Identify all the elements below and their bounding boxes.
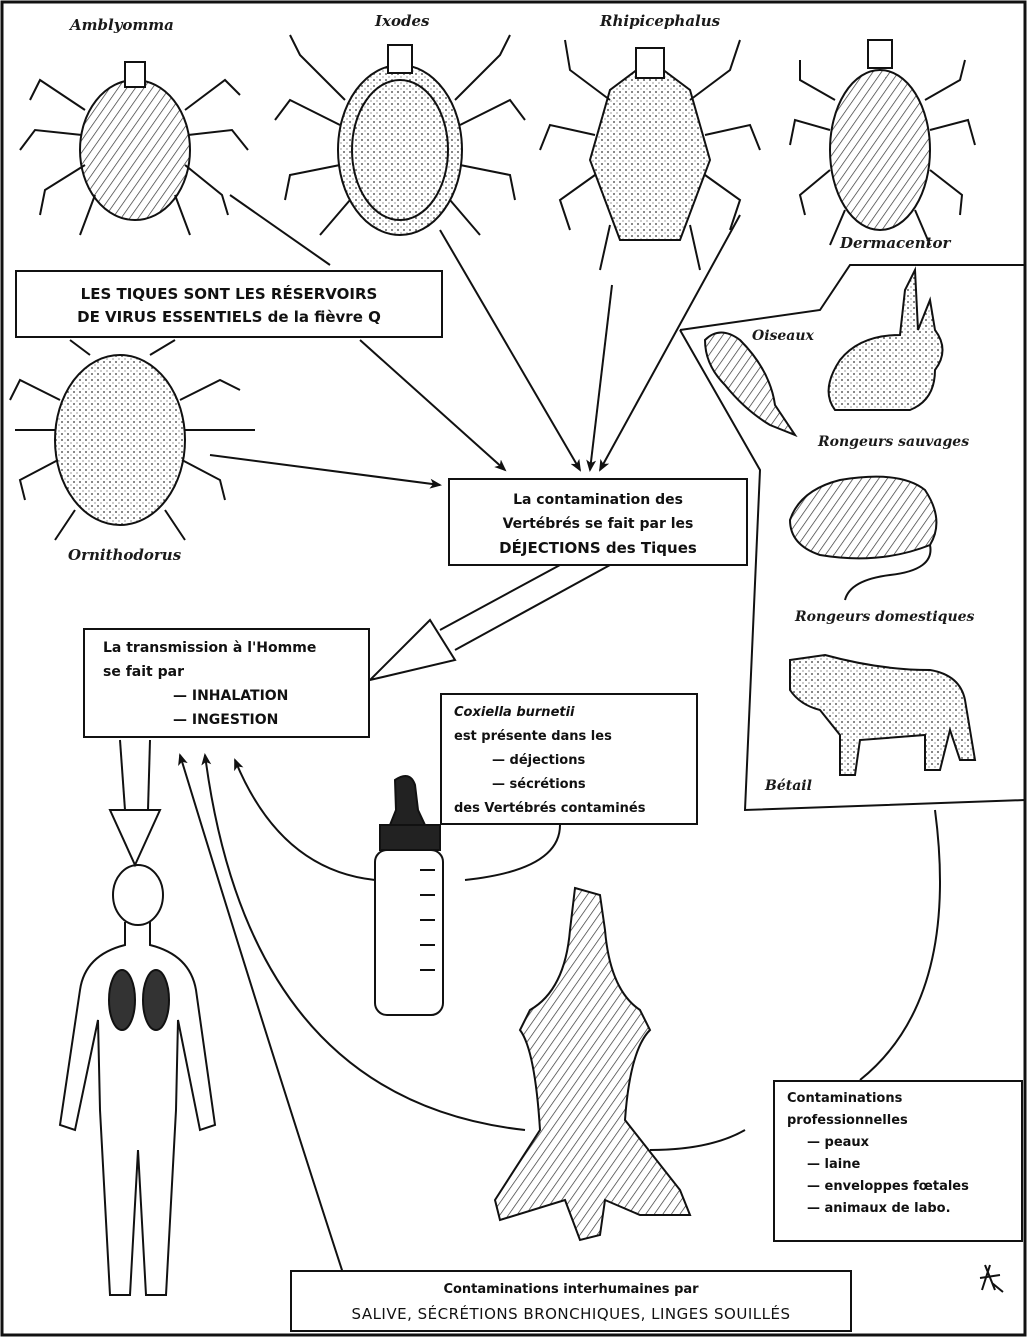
interhuman-line-1: Contaminations interhumaines par <box>292 1278 850 1302</box>
rat-icon <box>790 477 936 600</box>
professional-line-1: Contaminations <box>787 1088 1021 1110</box>
baby-bottle-icon <box>375 776 443 1015</box>
ixodes-to-vertebrate-arrow <box>440 230 580 470</box>
amblyomma-connector <box>230 195 330 265</box>
interhuman-to-human-arrow <box>180 755 355 1310</box>
interhuman-line-2: SALIVE, SÉCRÉTIONS BRONCHIQUES, LINGES S… <box>292 1302 850 1326</box>
bottle-to-human-arrow <box>235 760 375 880</box>
human-line-4: — INGESTION <box>103 708 368 732</box>
reservoir-line-2: DE VIRUS ESSENTIELS de la fièvre Q <box>17 306 441 329</box>
professional-contamination-box: Contaminations professionnelles — peaux … <box>773 1080 1023 1242</box>
cattle-to-professional-line <box>860 810 940 1080</box>
ornithodorus-tick-icon <box>10 340 255 540</box>
vertebrate-contamination-box: La contamination des Vertébrés se fait p… <box>448 478 748 566</box>
coxiella-box: Coxiella burnetii est présente dans les … <box>440 693 698 825</box>
professional-line-2: professionnelles <box>787 1110 1021 1132</box>
birds-label: Oiseaux <box>752 328 814 344</box>
professional-item: — enveloppes fœtales <box>787 1176 1021 1198</box>
interhuman-contamination-box: Contaminations interhumaines par SALIVE,… <box>290 1270 852 1332</box>
amblyomma-tick-icon <box>20 62 248 235</box>
cattle-icon <box>790 655 975 775</box>
hide-to-professional-line <box>650 1130 745 1150</box>
domestic-rodents-label: Rongeurs domestiques <box>795 609 974 625</box>
rabbit-icon <box>829 270 943 410</box>
ixodes-tick-icon <box>275 35 525 235</box>
rhipicephalus-tick-icon <box>540 40 760 270</box>
ornithodorus-label: Ornithodorus <box>68 546 181 564</box>
vertebrate-line-1: La contamination des <box>450 488 746 512</box>
human-transmission-box: La transmission à l'Homme se fait par — … <box>83 628 370 738</box>
signature-mark-icon <box>980 1265 1003 1292</box>
human-box-to-body-line-a <box>120 740 125 810</box>
amblyomma-label: Amblyomma <box>70 16 174 34</box>
coxiella-line-2: est présente dans les <box>454 725 696 749</box>
animal-bracket-top <box>680 265 1025 330</box>
rhipicephalus-label: Rhipicephalus <box>600 12 720 30</box>
ornithodorus-to-vertebrate-arrow <box>210 455 440 485</box>
cattle-label: Bétail <box>765 778 812 794</box>
bird-icon <box>705 333 795 436</box>
vertebrate-to-human-line-a <box>440 565 560 630</box>
dermacentor-tick-icon <box>790 40 975 245</box>
human-box-to-body-arrowhead <box>110 810 160 865</box>
animal-hide-icon <box>495 888 690 1240</box>
human-line-3: — INHALATION <box>103 684 368 708</box>
reservoir-line-1: LES TIQUES SONT LES RÉSERVOIRS <box>17 283 441 306</box>
coxiella-to-bottle-line <box>465 825 560 880</box>
human-line-1: La transmission à l'Homme <box>103 636 368 660</box>
professional-item: — laine <box>787 1154 1021 1176</box>
dermacentor-label: Dermacentor <box>840 234 950 252</box>
vertebrate-line-3: DÉJECTIONS des Tiques <box>450 536 746 560</box>
coxiella-line-5: des Vertébrés contaminés <box>454 797 696 821</box>
professional-item: — animaux de labo. <box>787 1198 1021 1220</box>
ixodes-label: Ixodes <box>375 12 429 30</box>
human-line-2: se fait par <box>103 660 368 684</box>
human-box-to-body-line-b <box>148 740 150 810</box>
coxiella-line-1: Coxiella burnetii <box>454 701 696 725</box>
vertebrate-line-2: Vertébrés se fait par les <box>450 512 746 536</box>
reservoir-box: LES TIQUES SONT LES RÉSERVOIRS DE VIRUS … <box>15 270 443 338</box>
wild-rodents-label: Rongeurs sauvages <box>818 434 969 450</box>
coxiella-line-3: — déjections <box>454 749 696 773</box>
professional-item: — peaux <box>787 1132 1021 1154</box>
rhipicephalus-to-vertebrate-arrow <box>590 285 612 470</box>
coxiella-line-4: — sécrétions <box>454 773 696 797</box>
reservoir-to-vertebrate-arrow <box>360 340 505 470</box>
vertebrate-to-human-line-b <box>455 565 610 650</box>
human-body-icon <box>60 865 215 1295</box>
